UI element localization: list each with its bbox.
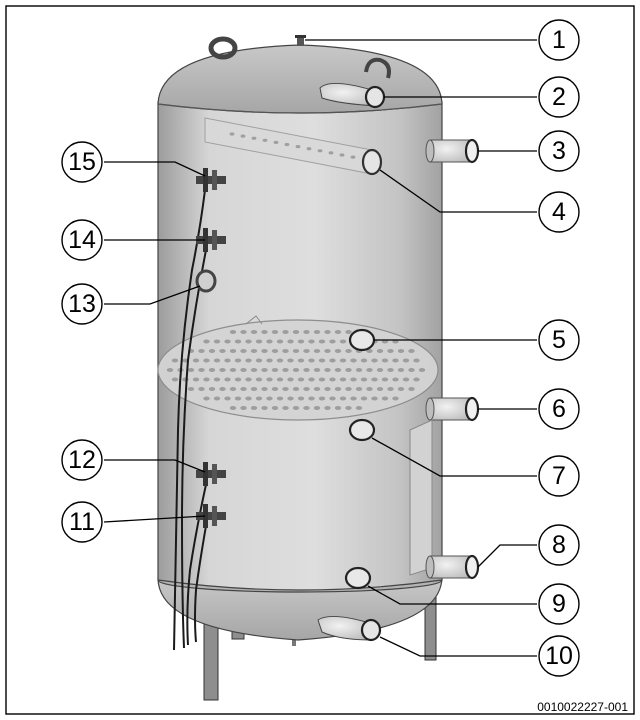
callout-circle-9 — [538, 583, 580, 625]
callout-6: 6 — [552, 395, 566, 423]
side-pipe-middle — [425, 396, 480, 422]
callout-circle-7 — [538, 455, 580, 497]
drain-pipe — [317, 616, 382, 642]
callout-7: 7 — [552, 462, 566, 490]
internal-channel — [409, 419, 433, 576]
callout-4: 4 — [552, 198, 566, 226]
callout-circle-15 — [61, 141, 103, 183]
callout-circle-2 — [538, 76, 580, 118]
callout-14: 14 — [68, 226, 96, 254]
air-vent — [295, 35, 306, 46]
callout-circle-10 — [538, 635, 580, 677]
callout-1: 1 — [552, 26, 566, 54]
callout-8: 8 — [552, 531, 566, 559]
lifting-eye-right — [364, 57, 391, 79]
callout-2: 2 — [552, 83, 566, 111]
sensor-well-11 — [196, 504, 226, 528]
callout-5: 5 — [552, 326, 566, 354]
document-id: 0010022227-001 — [537, 700, 628, 714]
callout-11: 11 — [69, 508, 95, 536]
callout-circle-13 — [61, 283, 103, 325]
callout-circle-5 — [538, 319, 580, 361]
sensor-well-12 — [196, 462, 226, 486]
leader-lines — [103, 39, 537, 657]
sensor-well-15 — [196, 168, 226, 192]
callout-10: 10 — [545, 642, 573, 670]
callout-9: 9 — [552, 590, 566, 618]
callout-circle-1 — [538, 19, 580, 61]
top-outlet-pipe — [319, 83, 386, 109]
internal-tube — [204, 117, 383, 176]
callout-circle-8 — [538, 524, 580, 566]
callout-13: 13 — [68, 290, 96, 318]
inspection-port-13 — [195, 269, 217, 293]
sensor-well-14 — [196, 228, 226, 252]
callout-circle-6 — [538, 388, 580, 430]
lifting-eye-left — [208, 36, 238, 60]
internal-pipe-7 — [348, 418, 376, 442]
callout-circle-4 — [538, 191, 580, 233]
callout-circle-11 — [61, 501, 103, 543]
callout-3: 3 — [552, 137, 566, 165]
internal-pipe-9 — [344, 566, 372, 590]
side-pipe-upper — [425, 138, 480, 164]
callout-circles — [61, 19, 580, 677]
side-pipe-lower — [425, 554, 480, 580]
callout-circle-3 — [538, 130, 580, 172]
callout-12: 12 — [68, 446, 96, 474]
callout-circle-12 — [61, 439, 103, 481]
internal-pipe-5 — [348, 328, 376, 352]
callout-15: 15 — [68, 148, 96, 176]
callout-circle-14 — [61, 219, 103, 261]
